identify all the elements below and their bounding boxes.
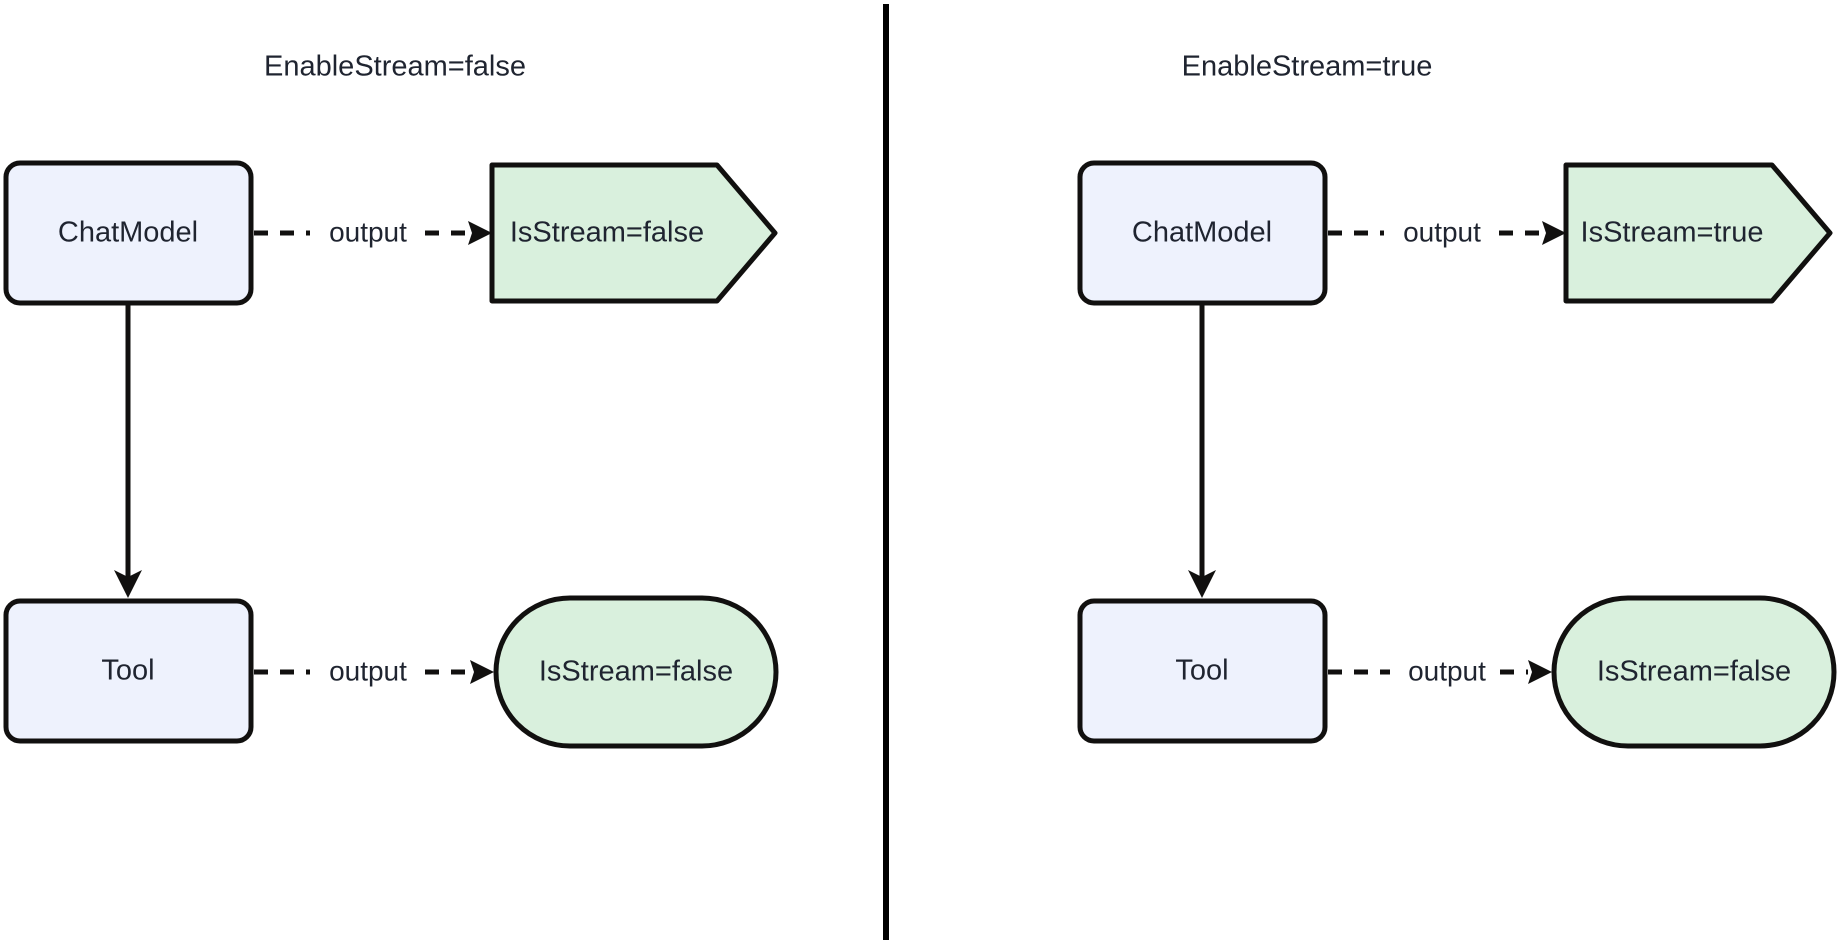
node-chatmodel-output-left-shape[interactable] [489,162,778,304]
edge-chatmodel-tool-left [114,303,142,598]
node-chatmodel-right-label: ChatModel [1132,217,1272,249]
arrow-head-icon [114,570,142,598]
node-tool-output-left-shape[interactable] [493,595,779,749]
arrow-head-icon [470,660,494,684]
edge-chatmodel-tool-right [1188,303,1216,598]
node-tool-output-right[interactable]: IsStream=false [1551,595,1837,749]
panel-title-left: EnableStream=false [264,51,526,83]
edge-tool-output-left-label: output [329,655,407,686]
node-chatmodel-output-left-label: IsStream=false [510,217,704,249]
node-tool-left-label: Tool [101,655,154,687]
edge-tool-output-right-label: output [1408,655,1486,686]
edge-tool-output-right: output [1328,655,1552,686]
edge-chatmodel-output-left: output [254,216,492,247]
panel-enable-stream-false: EnableStream=false ChatModel output IsSt… [3,51,779,749]
node-tool-output-left[interactable]: IsStream=false [493,595,779,749]
edge-chatmodel-output-right-label: output [1403,216,1481,247]
node-chatmodel-output-right-shape[interactable] [1563,162,1833,304]
node-tool-output-right-label: IsStream=false [1597,656,1791,688]
panel-enable-stream-true: EnableStream=true ChatModel output IsStr… [1077,51,1837,749]
node-chatmodel-output-right-label: IsStream=true [1581,217,1764,249]
node-tool-right-shape[interactable] [1077,598,1328,744]
arrow-head-icon [1188,570,1216,598]
node-tool-right[interactable]: Tool [1077,598,1328,744]
node-tool-output-right-shape[interactable] [1551,595,1837,749]
node-tool-output-left-label: IsStream=false [539,656,733,688]
node-tool-right-label: Tool [1175,655,1228,687]
arrow-head-icon [1542,221,1566,245]
node-chatmodel-right[interactable]: ChatModel [1077,160,1328,306]
node-chatmodel-output-left[interactable]: IsStream=false [489,162,778,304]
edge-tool-output-left: output [254,655,494,686]
edge-chatmodel-output-left-label: output [329,216,407,247]
node-tool-left-shape[interactable] [3,598,254,744]
node-tool-left[interactable]: Tool [3,598,254,744]
node-chatmodel-left-label: ChatModel [58,217,198,249]
node-chatmodel-output-right[interactable]: IsStream=true [1563,162,1833,304]
edge-chatmodel-output-right: output [1328,216,1566,247]
arrow-head-icon [1528,660,1552,684]
panel-title-right: EnableStream=true [1182,51,1433,83]
arrow-head-icon [468,221,492,245]
node-chatmodel-left[interactable]: ChatModel [3,160,254,306]
